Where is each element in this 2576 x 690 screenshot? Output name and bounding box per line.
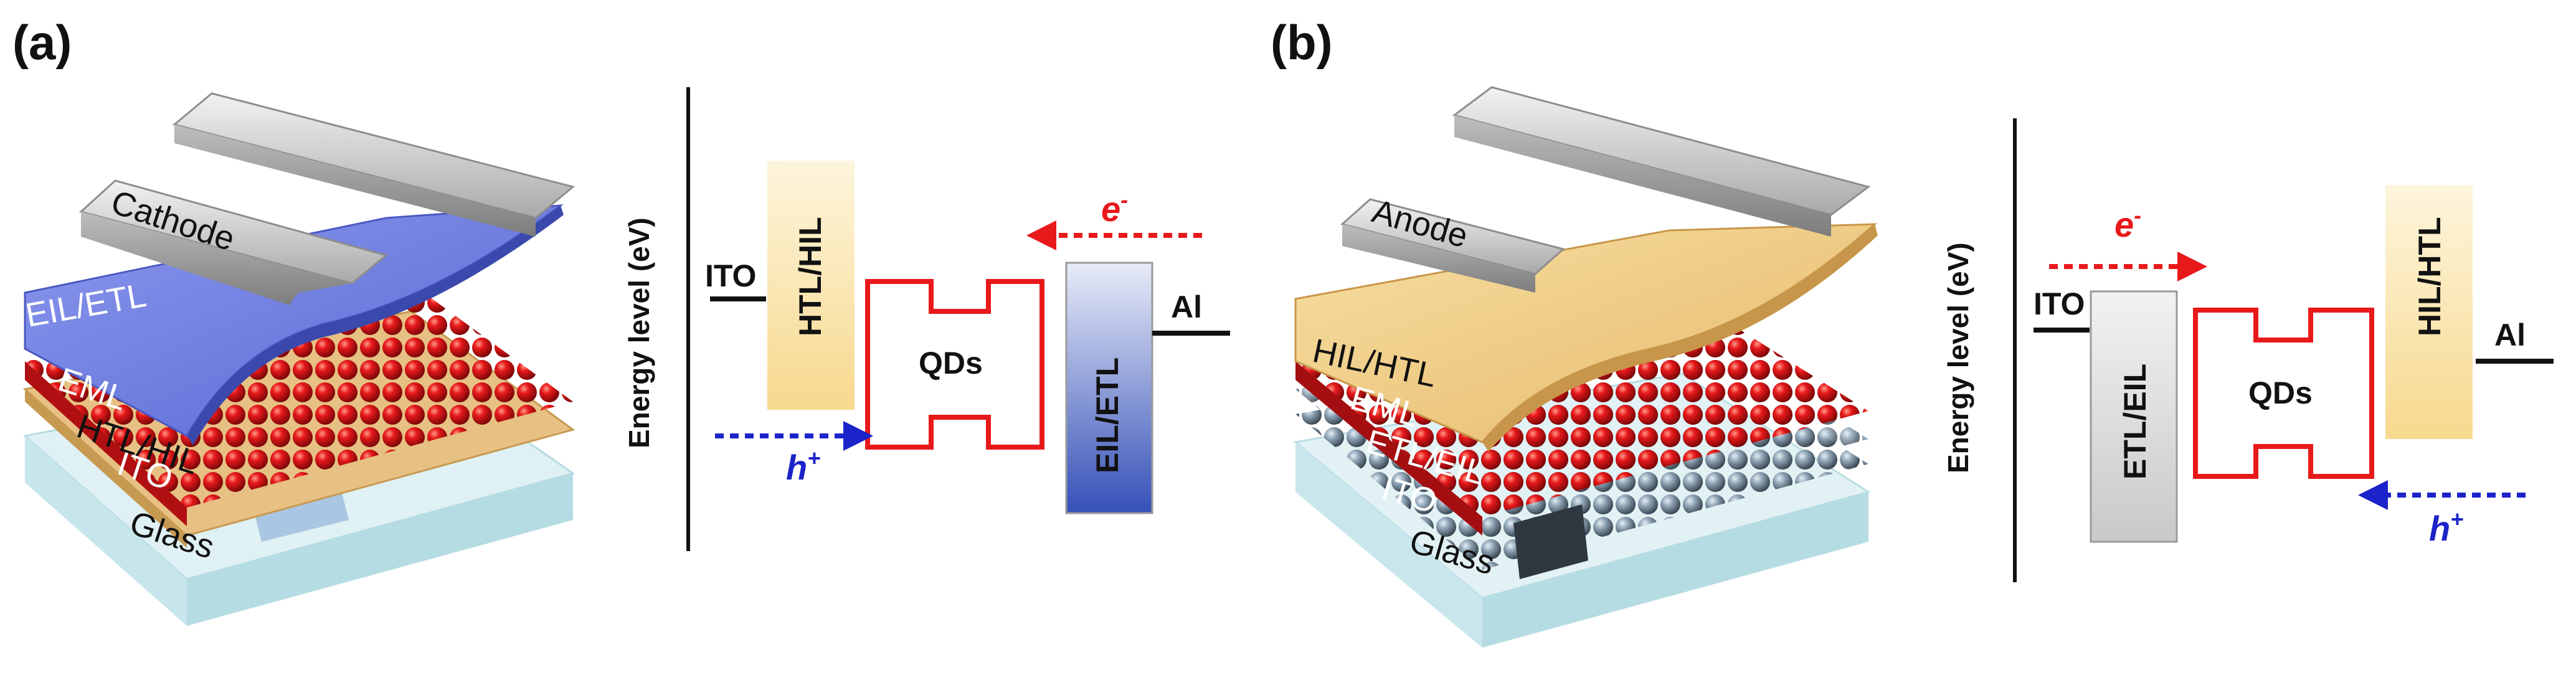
qd-well-b	[2193, 308, 2374, 479]
energy-diagram-a: Energy level (eV) ITO HTL/HIL QDs EIL/ET…	[623, 87, 1230, 551]
qd-side-b	[1295, 361, 1482, 536]
panel-a-label: (a)	[12, 15, 72, 70]
axis-label-a: Energy level (eV)	[623, 217, 655, 448]
cathode-bar-front-side-a	[81, 212, 352, 305]
qd-label-b: QDs	[2248, 376, 2313, 410]
anode-bar-front-side-b	[1342, 224, 1535, 293]
glass-side-b	[1295, 442, 1482, 648]
panel-a: (a) Cathode EIL/ETL EM	[12, 15, 1230, 626]
glass-side-a	[25, 436, 187, 626]
htl-block-a	[767, 161, 855, 410]
device-a-illustration: Cathode EIL/ETL EML HTL/HIL ITO Glass	[23, 92, 575, 626]
cathode-bar-back-side-a	[174, 125, 536, 237]
panel-b-label: (b)	[1271, 15, 1333, 70]
htl-block-b	[2385, 185, 2473, 439]
glass-front-b	[1482, 492, 1868, 648]
panel-b: (b) Anode HIL/HTL EML ETL/EIL	[1271, 15, 2554, 648]
al-label-b: Al	[2494, 318, 2526, 352]
qd-well-a	[865, 279, 1044, 450]
etl-block-b	[2090, 290, 2178, 543]
etl-block-a	[1065, 262, 1153, 514]
cathode-bar-back-a	[172, 92, 575, 219]
htl-side-a	[25, 389, 187, 548]
etl-block-label-a: EIL/ETL	[1090, 357, 1125, 473]
qd-label-a: QDs	[919, 346, 983, 380]
qd-side-a	[25, 361, 187, 526]
hole-label-a: h+	[786, 445, 820, 487]
axis-label-b: Energy level (eV)	[1942, 242, 1974, 473]
electron-label-a: e-	[1101, 187, 1128, 229]
ito-label-a: ITO	[705, 258, 756, 293]
anode-bar-front-b	[1340, 198, 1566, 275]
electron-label-b: e-	[2114, 202, 2141, 244]
cathode-bar-front-a	[78, 179, 389, 285]
htl-block-label-b: HIL/HTL	[2412, 217, 2447, 336]
device-b-illustration: Anode HIL/HTL EML ETL/EIL ITO Glass	[1293, 86, 1878, 648]
hole-label-b: h+	[2429, 506, 2463, 548]
anode-bar-back-side-b	[1454, 115, 1831, 237]
ito-block-b	[1513, 504, 1588, 579]
etl-block-label-b: ETL/EIL	[2118, 364, 2152, 480]
al-label-a: Al	[1171, 290, 1202, 324]
htl-block-label-a: HTL/HIL	[793, 217, 828, 336]
glass-front-a	[187, 473, 573, 626]
ito-label-b: ITO	[2034, 286, 2085, 321]
energy-diagram-b: Energy level (eV) ITO ETL/EIL QDs HIL/HT…	[1942, 118, 2554, 582]
